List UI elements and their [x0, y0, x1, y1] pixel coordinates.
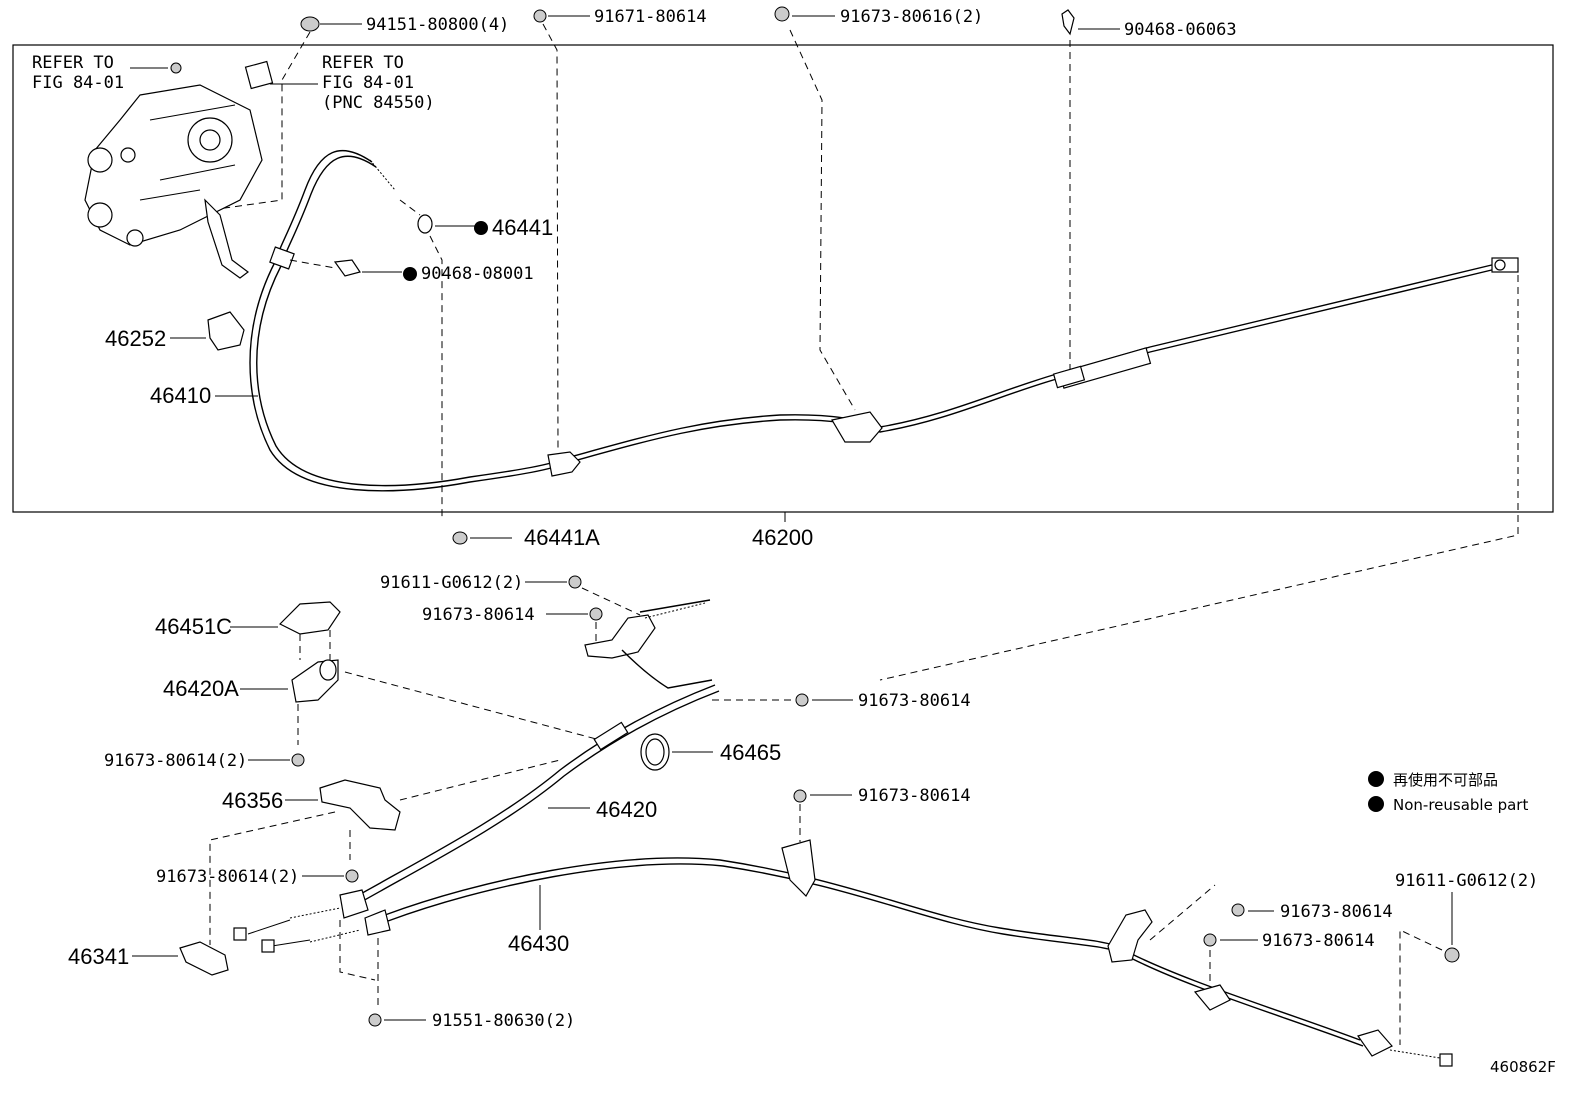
- svg-text:46200: 46200: [752, 525, 813, 550]
- cable-bracket-lower-right[interactable]: [1193, 984, 1231, 1011]
- cable-46420-sleeve: [593, 721, 629, 751]
- label-91673-f: 91673-80614: [1280, 902, 1393, 922]
- svg-text:REFER TO: REFER TO: [32, 53, 114, 73]
- label-91673-d: 91673-80614: [858, 786, 971, 806]
- cable-bracket-right[interactable]: [1107, 909, 1153, 963]
- label-94151: 94151-80800(4): [366, 15, 509, 35]
- label-91673-80616: 91673-80616(2): [840, 7, 983, 27]
- bracket-left-rear[interactable]: [584, 614, 656, 659]
- label-91551: 91551-80630(2): [432, 1011, 575, 1031]
- legend-jp: 再使用不可部品: [1393, 771, 1498, 789]
- part-91673-80614-d[interactable]: 91673-80614: [793, 786, 971, 806]
- cable-46420[interactable]: [349, 684, 716, 901]
- label-46451C: 46451C: [155, 614, 232, 639]
- legend-dot-jp: [1368, 771, 1384, 787]
- label-91611-top: 91611-G0612(2): [380, 573, 523, 593]
- svg-text:46420: 46420: [596, 797, 657, 822]
- part-91671-80614[interactable]: 91671-80614: [533, 7, 707, 27]
- label-46341: 46341: [68, 944, 129, 969]
- part-91673-80614-a[interactable]: 91673-80614: [422, 605, 603, 625]
- cable-bracket-mid[interactable]: [781, 839, 816, 897]
- label-46252: 46252: [105, 326, 166, 351]
- legend-dot-en: [1368, 796, 1384, 812]
- cable-upper-threaded-end: [369, 159, 396, 191]
- part-91673-80614-c[interactable]: 91673-80614(2): [104, 751, 305, 771]
- part-91611-G0612-top[interactable]: 91611-G0612(2): [380, 573, 582, 593]
- part-90468-06063[interactable]: 90468-06063: [1061, 9, 1237, 40]
- part-46465[interactable]: 46465: [640, 733, 781, 771]
- label-91673-c: 91673-80614(2): [104, 751, 247, 771]
- label-90468-08001: 90468-08001: [421, 264, 534, 284]
- cable-ends-left: [233, 889, 391, 953]
- part-91673-80616[interactable]: 91673-80616(2): [774, 6, 983, 27]
- cable-adjuster-46200[interactable]: [1052, 347, 1152, 389]
- part-91673-80614-f[interactable]: 91673-80614: [1231, 902, 1393, 922]
- svg-text:FIG 84-01: FIG 84-01: [322, 73, 414, 93]
- cable-right-end-fitting[interactable]: [1491, 257, 1519, 273]
- part-46441[interactable]: 46441: [417, 214, 553, 240]
- label-91673-a: 91673-80614: [422, 605, 535, 625]
- svg-text:FIG 84-01: FIG 84-01: [32, 73, 124, 93]
- refer-note-left: REFER TO FIG 84-01: [32, 53, 182, 93]
- label-91671: 91671-80614: [594, 7, 707, 27]
- svg-text:REFER TO: REFER TO: [322, 53, 404, 73]
- part-91673-80614-g[interactable]: 91673-80614: [1203, 931, 1375, 951]
- assembly-frame-46200: [12, 44, 1554, 513]
- cable-clamp-upper[interactable]: [547, 451, 581, 477]
- legend: 再使用不可部品 Non-reusable part: [1368, 771, 1528, 814]
- label-91673-g: 91673-80614: [1262, 931, 1375, 951]
- part-91551-80630[interactable]: 91551-80630(2): [368, 1011, 575, 1031]
- svg-text:(PNC 84550): (PNC 84550): [322, 93, 435, 113]
- label-91673-b: 91673-80614: [858, 691, 971, 711]
- callout-46410: 46410: [150, 383, 258, 408]
- part-46356[interactable]: 46356: [222, 779, 401, 831]
- part-91673-80614-e[interactable]: 91673-80614(2): [156, 867, 359, 887]
- label-90468-06063: 90468-06063: [1124, 20, 1237, 40]
- part-90468-08001[interactable]: 90468-08001: [333, 259, 534, 284]
- label-46441A: 46441A: [524, 525, 600, 550]
- label-46420A: 46420A: [163, 676, 239, 701]
- part-91611-G0612-right[interactable]: 91611-G0612(2): [1395, 871, 1538, 963]
- part-91673-80614-b[interactable]: 91673-80614: [795, 691, 971, 711]
- svg-text:46410: 46410: [150, 383, 211, 408]
- part-46341[interactable]: 46341: [68, 941, 229, 976]
- part-46441A[interactable]: 46441A: [452, 525, 600, 550]
- callout-46430: 46430: [508, 885, 569, 956]
- cable-46410-main[interactable]: [249, 149, 1501, 492]
- label-46356: 46356: [222, 788, 283, 813]
- label-91673-e: 91673-80614(2): [156, 867, 299, 887]
- cable-46430[interactable]: [384, 857, 1361, 1041]
- part-46420A[interactable]: 46420A: [163, 659, 339, 703]
- cable-equalizer[interactable]: [831, 411, 883, 443]
- cable-right-rear-end: [1357, 1029, 1453, 1067]
- callout-46420: 46420: [548, 797, 657, 822]
- parking-brake-pedal-assembly[interactable]: [84, 84, 263, 279]
- legend-en: Non-reusable part: [1393, 796, 1528, 814]
- svg-text:46430: 46430: [508, 931, 569, 956]
- part-94151-80800[interactable]: 94151-80800(4): [300, 15, 509, 35]
- label-46441: 46441: [492, 215, 553, 240]
- label-91611-right: 91611-G0612(2): [1395, 871, 1538, 891]
- label-46465: 46465: [720, 740, 781, 765]
- cable-grommet-left[interactable]: [269, 246, 295, 270]
- callout-46200: 46200: [752, 512, 813, 550]
- refer-note-right: REFER TO FIG 84-01 (PNC 84550): [244, 53, 435, 113]
- part-46451C[interactable]: 46451C: [155, 601, 341, 639]
- part-46252[interactable]: 46252: [105, 311, 245, 351]
- figure-code: 460862F: [1490, 1058, 1556, 1076]
